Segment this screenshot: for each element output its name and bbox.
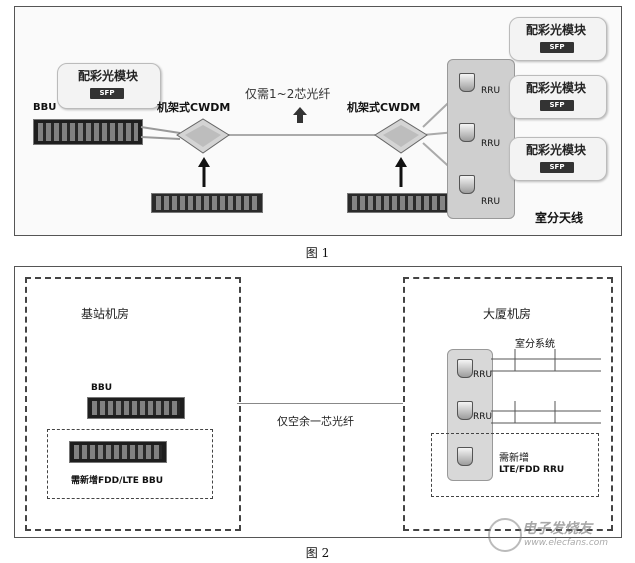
watermark-logo — [488, 518, 522, 552]
rru-label-1: RRU — [481, 86, 501, 96]
base-station-room-label: 基站机房 — [81, 307, 130, 321]
cwdm-right-label: 机架式CWDM — [347, 101, 421, 114]
bbu2-device — [87, 397, 185, 419]
rru2-label-2: RRU — [473, 412, 493, 422]
arrow-up-left-icon — [198, 157, 210, 167]
fiber-text: 仅需1~2芯光纤 — [245, 87, 331, 101]
watermark-line1: 电子发烧友 — [522, 521, 592, 537]
switch-left — [151, 193, 263, 213]
rru-sfp-chip-2: SFP — [540, 100, 574, 111]
rru-module-bubble-2: 配彩光模块 SFP — [509, 75, 607, 119]
rru-label-2: RRU — [481, 139, 501, 149]
indoor-system-lines — [491, 349, 601, 424]
rru-module-label-2: 配彩光模块 — [526, 81, 587, 95]
antenna-label: 室分天线 — [535, 211, 584, 225]
figure1-links — [140, 84, 468, 187]
rru-module-bubble-3: 配彩光模块 SFP — [509, 137, 607, 181]
figure2-caption: 图 2 — [305, 546, 330, 560]
new-bbu-label: 需新增FDD/LTE BBU — [71, 476, 164, 486]
rru-sfp-chip-3: SFP — [540, 162, 574, 173]
new-rru-label-line1: 需新增 — [499, 453, 529, 464]
rru-label-3: RRU — [481, 197, 501, 207]
rru-module-bubble-1: 配彩光模块 SFP — [509, 17, 607, 61]
rru-icon-1 — [459, 73, 475, 92]
bbu-to-cwdm-line — [140, 126, 181, 134]
rru2-label-1: RRU — [473, 370, 493, 380]
figure1-panel: 配彩光模块 SFP BBU 机架式CWDM 机架式CWDM 仅需1~2芯光纤 R… — [14, 6, 622, 236]
new-rru-icon — [457, 447, 473, 466]
bbu2-label: BBU — [91, 383, 113, 393]
figure2-panel: 基站机房 BBU 需新增FDD/LTE BBU 仅空余一芯光纤 大厦机房 室分系… — [14, 266, 622, 538]
new-rru-area — [431, 433, 599, 497]
bbu-device — [33, 119, 143, 145]
bbu-to-cwdm-line2 — [140, 136, 181, 140]
rru-icon-2 — [459, 123, 475, 142]
rru-module-label-3: 配彩光模块 — [526, 143, 587, 157]
rru2-icon-2 — [457, 401, 473, 420]
fiber-link-line — [237, 403, 403, 404]
building-room-label: 大厦机房 — [483, 307, 532, 321]
figure1-caption: 图 1 — [305, 246, 330, 260]
new-rru-label-line2: LTE/FDD RRU — [499, 465, 565, 475]
new-bbu-device — [69, 441, 167, 463]
fiber-arrow-icon — [293, 107, 307, 123]
rru-sfp-chip-1: SFP — [540, 42, 574, 53]
bbu-module-bubble: 配彩光模块 SFP — [57, 63, 161, 109]
bbu-label: BBU — [33, 102, 57, 113]
cwdm-left-label: 机架式CWDM — [157, 101, 231, 114]
indoor-system-label: 室分系统 — [515, 339, 555, 350]
switch-right — [347, 193, 459, 213]
watermark-line2: www.elecfans.com — [524, 538, 609, 548]
rru-module-label-1: 配彩光模块 — [526, 23, 587, 37]
rru-icon-3 — [459, 175, 475, 194]
new-bbu-area — [47, 429, 213, 499]
bbu-module-label: 配彩光模块 — [78, 69, 139, 83]
rru2-icon-1 — [457, 359, 473, 378]
arrow-up-right-icon — [395, 157, 407, 167]
base-station-room — [25, 277, 241, 531]
bbu-sfp-chip: SFP — [90, 88, 124, 99]
link-text: 仅空余一芯光纤 — [277, 415, 354, 428]
